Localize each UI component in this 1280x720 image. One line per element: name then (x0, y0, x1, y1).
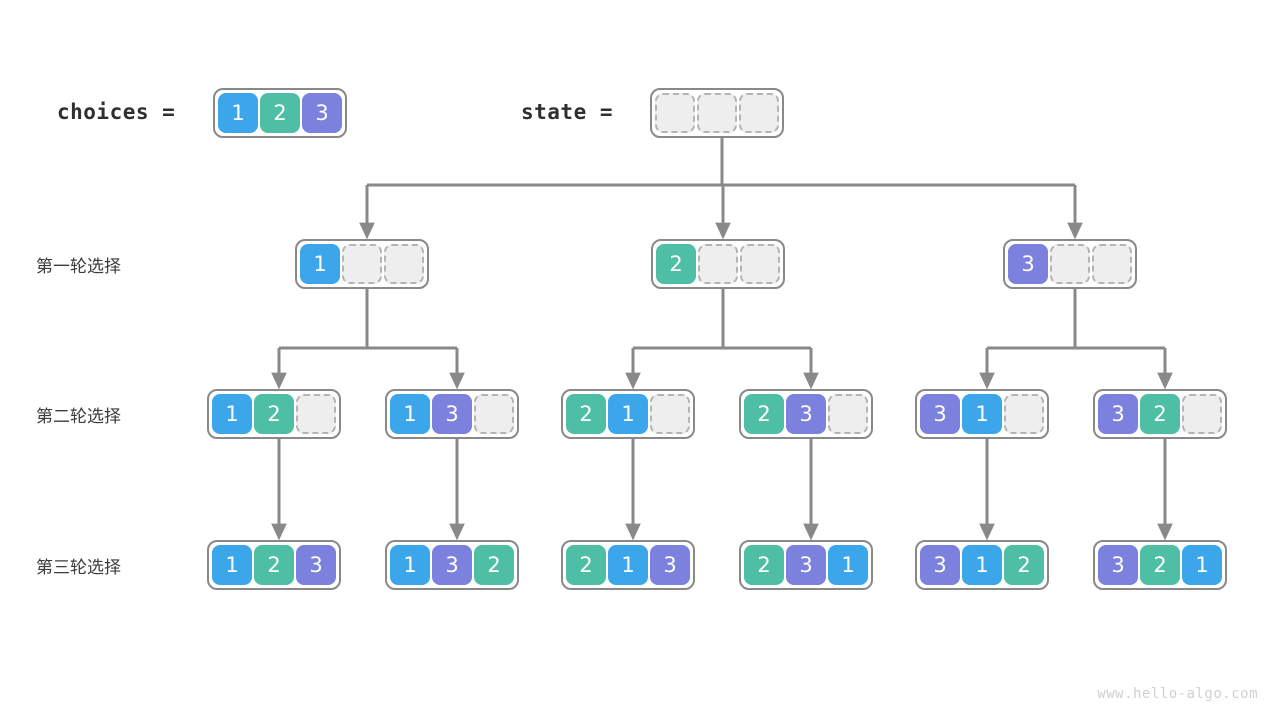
cell-value-2: 2 (744, 394, 784, 434)
cell-value-2: 2 (254, 545, 294, 585)
cell-empty (740, 244, 780, 284)
cell-value-2: 2 (656, 244, 696, 284)
cell-empty (697, 93, 737, 133)
cell-value-2: 2 (254, 394, 294, 434)
row-label-round-2: 第二轮选择 (36, 407, 121, 427)
cell-empty (698, 244, 738, 284)
cell-empty (1092, 244, 1132, 284)
cell-value-3: 3 (432, 545, 472, 585)
cell-value-1: 1 (390, 545, 430, 585)
cell-value-3: 3 (650, 545, 690, 585)
cell-value-2: 2 (566, 394, 606, 434)
cell-empty (1004, 394, 1044, 434)
cell-value-3: 3 (786, 545, 826, 585)
cell-value-3: 3 (432, 394, 472, 434)
cell-value-2: 2 (1004, 545, 1044, 585)
cell-value-1: 1 (212, 394, 252, 434)
cell-value-1: 1 (962, 545, 1002, 585)
cell-empty (828, 394, 868, 434)
cell-value-3: 3 (1008, 244, 1048, 284)
cell-value-2: 2 (1140, 545, 1180, 585)
cell-empty (655, 93, 695, 133)
cell-value-2: 2 (474, 545, 514, 585)
cell-empty (650, 394, 690, 434)
cell-value-1: 1 (828, 545, 868, 585)
row-label-round-3: 第三轮选择 (36, 558, 121, 578)
cell-value-2: 2 (260, 93, 300, 133)
cell-value-2: 2 (1140, 394, 1180, 434)
cell-empty (474, 394, 514, 434)
cell-value-1: 1 (212, 545, 252, 585)
cell-value-2: 2 (744, 545, 784, 585)
cell-empty (296, 394, 336, 434)
cell-empty (739, 93, 779, 133)
state-label: state = (521, 100, 614, 124)
choices-label: choices = (57, 100, 176, 124)
cell-value-3: 3 (1098, 394, 1138, 434)
state-array (650, 88, 784, 138)
cell-value-3: 3 (920, 394, 960, 434)
level1-node-n-1: 1 (295, 239, 429, 289)
cell-value-1: 1 (218, 93, 258, 133)
cell-value-1: 1 (1182, 545, 1222, 585)
cell-value-3: 3 (302, 93, 342, 133)
cell-value-3: 3 (296, 545, 336, 585)
cell-value-1: 1 (300, 244, 340, 284)
cell-empty (1182, 394, 1222, 434)
cell-empty (1050, 244, 1090, 284)
cell-value-1: 1 (390, 394, 430, 434)
level1-node-n-3: 3 (1003, 239, 1137, 289)
cell-empty (384, 244, 424, 284)
cell-value-2: 2 (566, 545, 606, 585)
cell-value-1: 1 (608, 545, 648, 585)
cell-value-3: 3 (786, 394, 826, 434)
level1-node-n-2: 2 (651, 239, 785, 289)
cell-value-3: 3 (920, 545, 960, 585)
watermark: www.hello-algo.com (1097, 686, 1258, 702)
row-label-round-1: 第一轮选择 (36, 257, 121, 277)
cell-value-3: 3 (1098, 545, 1138, 585)
cell-value-1: 1 (608, 394, 648, 434)
cell-value-1: 1 (962, 394, 1002, 434)
cell-empty (342, 244, 382, 284)
